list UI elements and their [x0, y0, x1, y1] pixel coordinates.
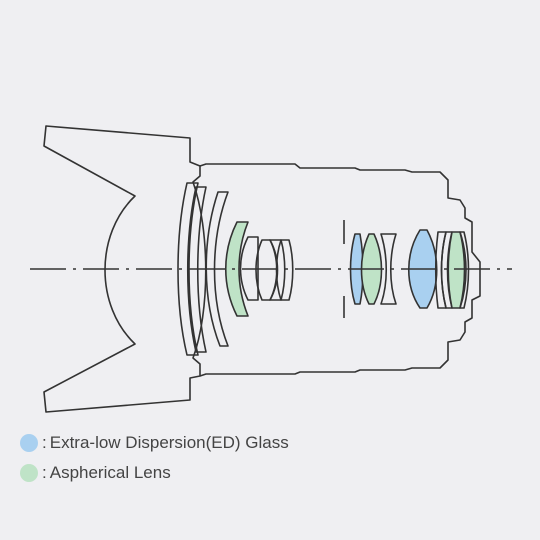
legend-label: Aspherical Lens [49, 463, 171, 482]
legend-label: Extra-low Dispersion(ED) Glass [49, 433, 289, 452]
lens-element [269, 239, 282, 301]
legend-item-aspherical: : Aspherical Lens [20, 460, 289, 486]
legend-separator: : [42, 463, 47, 482]
lens-element [380, 233, 397, 305]
lens-element [280, 239, 294, 301]
legend-item-ed-glass: : Extra-low Dispersion(ED) Glass [20, 430, 289, 456]
legend: : Extra-low Dispersion(ED) Glass : Asphe… [20, 430, 289, 490]
ed-glass-swatch [20, 434, 38, 452]
legend-separator: : [42, 433, 47, 452]
lens-element [459, 231, 470, 309]
front-element [186, 186, 207, 353]
aspherical-swatch [20, 464, 38, 482]
lens-barrel [199, 163, 481, 377]
lens-element [239, 236, 259, 301]
aspherical-lens [225, 221, 249, 317]
aspherical-lens [447, 231, 467, 309]
front-element [205, 191, 229, 347]
front-element [177, 182, 199, 356]
